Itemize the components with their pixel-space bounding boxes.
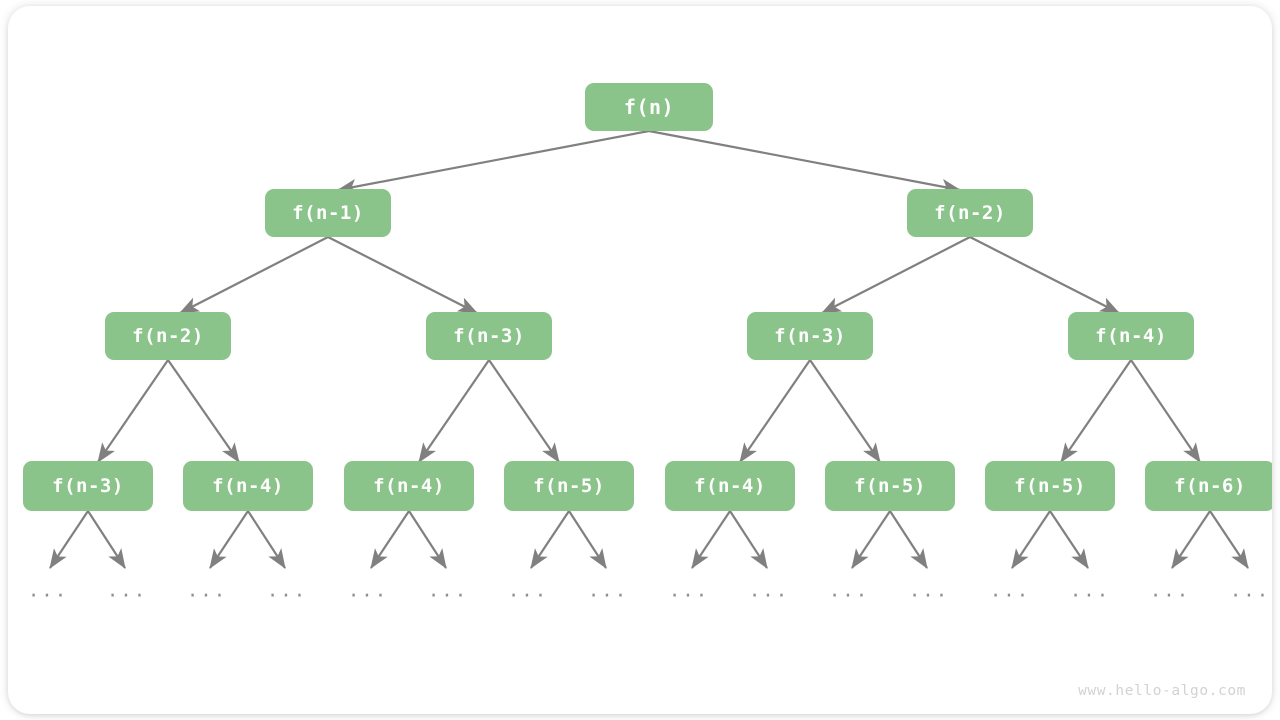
tree-node[interactable]: f(n-5) — [825, 461, 955, 511]
tree-edge — [167, 359, 240, 463]
diagram-card: f(n) f(n-1) f(n-2) f(n-2) f(n-3) f(n-3) f(n-4)… — [8, 6, 1272, 714]
tree-edge — [1049, 510, 1089, 569]
tree-node-label: f(n-2) — [132, 325, 204, 347]
ellipsis-node: ... — [347, 579, 389, 602]
tree-node-label: f(n-1) — [292, 202, 364, 224]
tree-node[interactable]: f(n-6) — [1145, 461, 1272, 511]
tree-node-label: f(n-3) — [52, 475, 124, 497]
tree-node-label: f(n-4) — [694, 475, 766, 497]
tree-edge — [209, 510, 249, 569]
tree-node[interactable]: f(n-4) — [344, 461, 474, 511]
ellipsis-node: ... — [106, 579, 148, 602]
tree-edge — [648, 129, 962, 195]
tree-edge — [821, 236, 971, 314]
tree-edge — [488, 359, 560, 463]
tree-edge — [1171, 510, 1211, 569]
ellipsis-node: ... — [748, 579, 790, 602]
tree-edge — [1011, 510, 1051, 569]
tree-node[interactable]: f(n-4) — [665, 461, 795, 511]
tree-node-label: f(n-3) — [453, 325, 525, 347]
tree-edge — [97, 359, 169, 463]
ellipsis-node: ... — [908, 579, 950, 602]
ellipsis-node: ... — [186, 579, 228, 602]
tree-edge — [418, 359, 490, 463]
tree-node-label: f(n-4) — [1095, 325, 1167, 347]
tree-node-label: f(n-6) — [1174, 475, 1246, 497]
tree-node[interactable]: f(n-1) — [265, 189, 391, 237]
tree-node[interactable]: f(n-4) — [183, 461, 313, 511]
tree-edge — [179, 236, 329, 314]
ellipsis-node: ... — [1069, 579, 1111, 602]
tree-node[interactable]: f(n) — [585, 83, 713, 131]
tree-edge — [530, 510, 570, 569]
tree-edge — [247, 510, 286, 569]
ellipsis-node: ... — [1149, 579, 1191, 602]
ellipsis-node: ... — [427, 579, 469, 602]
tree-node[interactable]: f(n-3) — [426, 312, 552, 360]
tree-edge — [1060, 359, 1132, 463]
tree-edge — [49, 510, 89, 569]
tree-node[interactable]: f(n-4) — [1068, 312, 1194, 360]
tree-node[interactable]: f(n-3) — [23, 461, 153, 511]
tree-edge — [1130, 359, 1201, 463]
ellipsis-node: ... — [989, 579, 1031, 602]
ellipsis-node: ... — [266, 579, 308, 602]
tree-edge — [370, 510, 410, 569]
tree-node-label: f(n-2) — [934, 202, 1006, 224]
tree-edge — [327, 236, 478, 314]
tree-edge — [729, 510, 768, 569]
tree-edge — [336, 129, 650, 195]
ellipsis-node: ... — [507, 579, 549, 602]
watermark: www.hello-algo.com — [1078, 683, 1246, 699]
tree-node[interactable]: f(n-5) — [504, 461, 634, 511]
tree-node[interactable]: f(n-3) — [747, 312, 873, 360]
tree-node[interactable]: f(n-2) — [105, 312, 231, 360]
tree-edge — [568, 510, 607, 569]
tree-edge — [851, 510, 891, 569]
ellipsis-node: ... — [587, 579, 629, 602]
ellipsis-node: ... — [668, 579, 710, 602]
tree-edge — [809, 359, 881, 463]
tree-node-label: f(n-5) — [854, 475, 926, 497]
ellipsis-node: ... — [1229, 579, 1271, 602]
tree-edge — [87, 510, 126, 569]
tree-node[interactable]: f(n-5) — [985, 461, 1115, 511]
tree-edge — [408, 510, 447, 569]
tree-node-label: f(n-5) — [1014, 475, 1086, 497]
tree-edge — [1209, 510, 1249, 569]
tree-edge — [889, 510, 928, 569]
tree-edge — [739, 359, 811, 463]
ellipsis-node: ... — [27, 579, 69, 602]
tree-node[interactable]: f(n-2) — [907, 189, 1033, 237]
tree-node-label: f(n) — [623, 95, 675, 119]
tree-node-label: f(n-4) — [373, 475, 445, 497]
ellipsis-node: ... — [828, 579, 870, 602]
tree-edge — [691, 510, 731, 569]
tree-edge — [969, 236, 1120, 314]
recursion-tree-diagram: f(n) f(n-1) f(n-2) f(n-2) f(n-3) f(n-3) f(n-4)… — [8, 6, 1272, 714]
tree-node-label: f(n-3) — [774, 325, 846, 347]
tree-node-label: f(n-4) — [212, 475, 284, 497]
tree-node-label: f(n-5) — [533, 475, 605, 497]
